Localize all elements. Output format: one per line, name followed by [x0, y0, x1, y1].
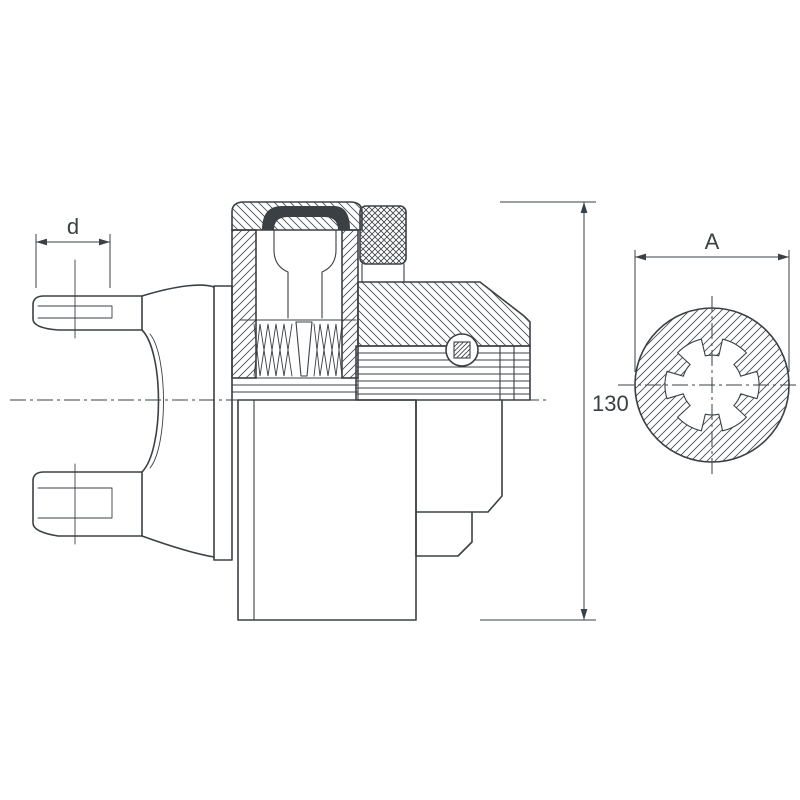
dimension-height-label: 130	[592, 391, 629, 416]
end-view	[618, 296, 800, 476]
cylinder-body	[237, 399, 417, 621]
plug-boss	[361, 263, 405, 283]
friction-plate-lines	[231, 384, 359, 393]
spring-center-guide	[295, 321, 313, 377]
yoke-throat-inner	[149, 333, 164, 469]
hub-housing	[355, 281, 531, 401]
spring-right-coil-b	[313, 323, 343, 377]
yoke-fork	[32, 259, 233, 561]
dimension-a-arrow-right	[778, 253, 789, 261]
lower-body	[237, 399, 503, 621]
dimensions: d 130 A	[35, 201, 790, 621]
yoke-body-bottom	[141, 535, 215, 558]
set-screw-square	[453, 341, 471, 359]
dimension-d-label: d	[67, 214, 79, 239]
yoke-flange	[213, 285, 233, 561]
clutch-housing	[231, 201, 363, 379]
lower-right-step	[415, 511, 473, 557]
yoke-upper-arm	[32, 295, 143, 331]
spring-cup-bell	[273, 229, 337, 319]
spring-left-coil-b	[253, 323, 293, 377]
hub-section	[357, 281, 531, 347]
dimension-d: d	[35, 214, 111, 288]
dimension-height-extension-lines	[480, 201, 596, 621]
end-view-spline-bore	[664, 338, 760, 432]
spring-right-coil-a	[313, 323, 343, 377]
dimension-d-extension-lines	[35, 234, 111, 288]
left-wall-section	[231, 229, 257, 379]
lower-right-block	[415, 399, 503, 513]
spline-band	[355, 345, 531, 401]
dimension-d-arrow-right	[99, 238, 110, 246]
dimension-a: A	[634, 229, 790, 372]
end-view-outer-circle	[634, 307, 790, 463]
dimension-a-arrow-left	[635, 253, 646, 261]
dimension-d-arrow-left	[36, 238, 47, 246]
friction-plate	[231, 377, 359, 401]
yoke-body-top	[141, 284, 215, 297]
yoke-throat	[141, 329, 160, 473]
dimension-a-label: A	[705, 229, 720, 254]
dimension-a-extension-lines	[634, 250, 790, 372]
section-view	[10, 201, 548, 621]
spring-left-coil-a	[253, 323, 293, 377]
seal-ring	[262, 206, 350, 230]
dimension-height-130: 130	[480, 201, 629, 621]
dimension-height-arrow-bottom	[580, 609, 588, 620]
knurled-plug	[359, 205, 407, 283]
hub-grooves	[499, 345, 515, 401]
yoke-lower-arm	[32, 471, 143, 537]
knurled-plug-body	[359, 205, 407, 265]
end-view-hatched-ring	[635, 308, 789, 462]
spline-band-lines	[356, 352, 530, 395]
dimension-height-arrow-top	[580, 202, 588, 213]
